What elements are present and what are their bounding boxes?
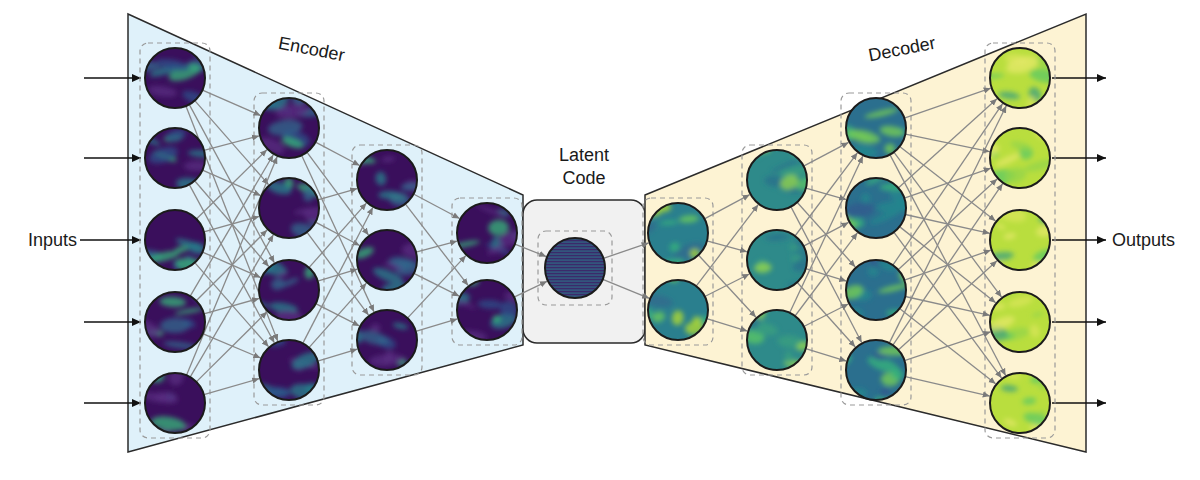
- output-arrow: [1052, 321, 1106, 323]
- inputs-label: Inputs: [28, 230, 77, 251]
- decoder-region-shape: [643, 14, 1087, 453]
- feature-map: [545, 238, 605, 298]
- output-arrow: [1052, 402, 1106, 404]
- region-title: Decoder: [866, 32, 937, 67]
- output-arrow: [1052, 157, 1106, 159]
- input-arrow: [80, 239, 141, 241]
- input-arrow: [84, 77, 141, 79]
- box-heading: Latent Code: [541, 144, 627, 189]
- outputs-label: Outputs: [1112, 230, 1175, 251]
- output-arrow: [1052, 77, 1106, 79]
- output-arrow: [1052, 239, 1106, 241]
- latent-box: Latent Code: [522, 138, 646, 344]
- encoder-region-shape: [128, 14, 524, 453]
- encoder-region: Encoder: [128, 14, 524, 453]
- layer-group: [352, 145, 422, 375]
- input-arrow: [84, 157, 141, 159]
- region-title: Encoder: [276, 32, 346, 67]
- decoder-region: Decoder: [643, 14, 1087, 453]
- input-arrow: [84, 321, 141, 323]
- input-arrow: [84, 402, 141, 404]
